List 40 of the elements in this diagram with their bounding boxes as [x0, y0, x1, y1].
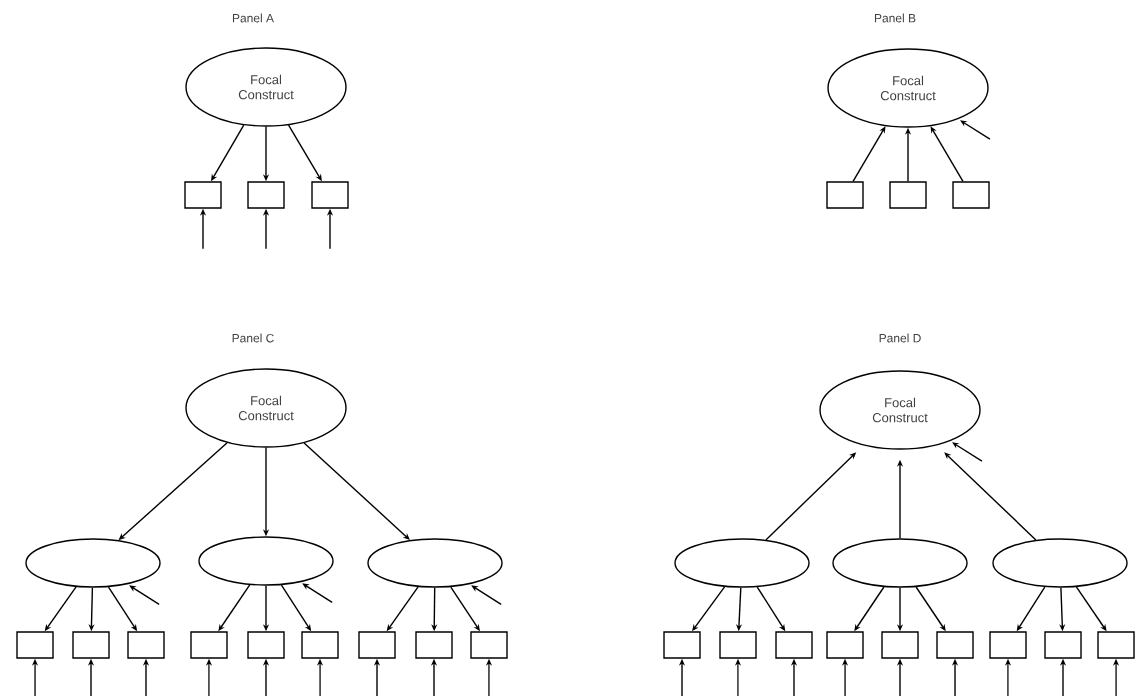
indicator-box — [775, 631, 813, 659]
latent-ellipse — [674, 538, 810, 588]
indicator-box — [889, 181, 927, 209]
arrow — [852, 126, 886, 182]
panel-title: Panel B — [875, 13, 916, 23]
indicator-box — [127, 631, 165, 659]
indicator-box — [72, 631, 110, 659]
indicator-box — [826, 181, 864, 209]
error-arrow — [302, 583, 333, 604]
latent-ellipse — [198, 536, 334, 586]
panel-title: Panel C — [232, 333, 274, 343]
indicator-box — [301, 631, 339, 659]
indicator-box — [16, 631, 54, 659]
indicator-box — [663, 631, 701, 659]
indicator-box — [826, 631, 864, 659]
indicator-box — [247, 631, 285, 659]
indicator-box — [247, 181, 285, 209]
latent-ellipse — [25, 538, 161, 588]
latent-ellipse — [992, 538, 1128, 588]
error-arrow — [471, 585, 502, 606]
indicator-box — [881, 631, 919, 659]
indicator-box — [415, 631, 453, 659]
indicator-box — [1097, 631, 1135, 659]
indicator-box — [952, 181, 990, 209]
indicator-box — [311, 181, 349, 209]
indicator-box — [1044, 631, 1082, 659]
panel-title: Panel A — [233, 13, 274, 23]
latent-ellipse — [832, 538, 968, 588]
arrow — [944, 452, 1037, 541]
indicator-box — [470, 631, 508, 659]
indicator-box — [936, 631, 974, 659]
arrow — [930, 126, 964, 182]
error-arrow — [129, 585, 160, 606]
indicator-box — [989, 631, 1027, 659]
indicator-box — [190, 631, 228, 659]
indicator-box — [358, 631, 396, 659]
indicator-box — [719, 631, 757, 659]
panel-title: Panel D — [879, 333, 921, 343]
latent-ellipse — [367, 538, 503, 588]
indicator-box — [184, 181, 222, 209]
